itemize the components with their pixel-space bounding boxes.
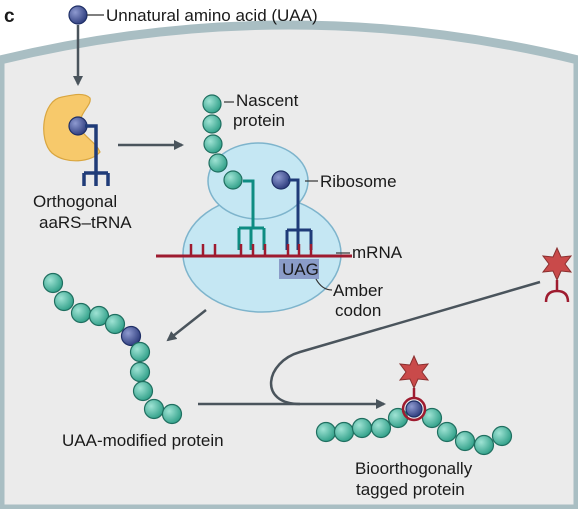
amino-acid-bead: [129, 341, 151, 363]
uaa-label: Unnatural amino acid (UAA): [106, 6, 318, 25]
tagging-path-line: [269, 280, 541, 406]
amino-acid-bead: [129, 361, 151, 383]
tagged-protein-chain: [315, 407, 513, 456]
amino-acid-bead: [132, 380, 154, 402]
orthogonal-trna-icon: [68, 116, 110, 186]
nascent-label-line1: Nascent: [236, 91, 299, 110]
amino-acid-bead: [143, 398, 165, 420]
amino-acid-bead: [88, 305, 110, 327]
tagged-label-line1: Bioorthogonally: [355, 459, 473, 478]
amber-label-line1: Amber: [333, 281, 383, 300]
tag-reagent-outside: [541, 246, 573, 303]
amino-acid-bead: [436, 421, 458, 443]
nascent-label-line2: protein: [233, 111, 285, 130]
amino-acid-bead: [315, 421, 337, 443]
amino-acid-bead: [473, 434, 495, 456]
tagged-uaa-icon: [405, 400, 423, 418]
amino-acid-bead: [202, 114, 222, 134]
uaa-residue-icon: [120, 325, 142, 347]
amino-acid-bead: [223, 170, 243, 190]
codon-label: UAG: [282, 260, 319, 279]
amino-acid-bead: [161, 403, 183, 425]
amino-acid-bead: [104, 313, 126, 335]
orthogonal-label-line1: Orthogonal: [33, 192, 117, 211]
uaa-icon: [68, 5, 88, 25]
tagged-label-line2: tagged protein: [356, 480, 465, 499]
amino-acid-bead: [491, 425, 513, 447]
uaa-protein-label: UAA-modified protein: [62, 431, 224, 450]
amino-acid-bead: [387, 407, 409, 429]
mrna-codon-ticks: [189, 244, 313, 256]
amino-acid-bead: [370, 417, 392, 439]
amino-acid-bead: [70, 302, 92, 324]
amber-codon-box: [279, 259, 319, 279]
amino-acid-bead: [42, 272, 64, 294]
amino-acid-bead: [208, 153, 228, 173]
nascent-protein-chain: [202, 94, 243, 190]
mrna-label: mRNA: [352, 243, 403, 262]
amino-acid-bead: [351, 417, 373, 439]
uaa-modified-protein-chain: [42, 272, 183, 425]
ribosome-uaa-trna-icon: [271, 170, 313, 250]
amino-acid-bead: [333, 421, 355, 443]
attached-tag: [398, 354, 430, 422]
amino-acid-bead: [454, 430, 476, 452]
amino-acid-bead: [203, 134, 223, 154]
ribosome-to-protein-arrow: [166, 309, 207, 342]
panel-letter: c: [4, 6, 15, 27]
amino-acid-bead: [421, 407, 443, 429]
amino-acid-bead: [202, 94, 222, 114]
amber-label-line2: codon: [335, 301, 381, 320]
amino-acid-bead: [53, 290, 75, 312]
teal-trna-icon: [237, 179, 266, 250]
orthogonal-label-line2: aaRS–tRNA: [39, 213, 132, 232]
ribosome-label: Ribosome: [320, 172, 397, 191]
